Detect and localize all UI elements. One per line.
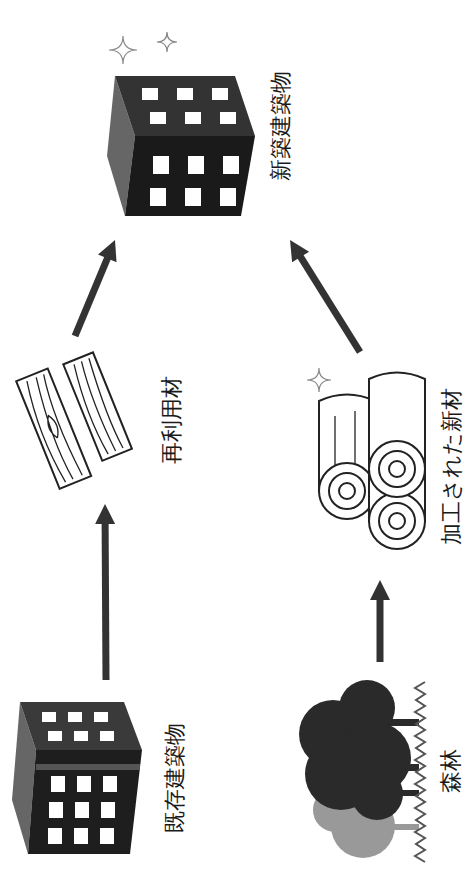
node-label: 森林 — [437, 672, 466, 870]
arrow-shaft — [300, 256, 360, 352]
node-label: 新築建築物 — [267, 22, 296, 230]
arrow-shaft — [75, 258, 108, 336]
building-node: 新築建築物 — [95, 22, 296, 230]
log-illustration — [305, 366, 435, 566]
flow-arrow — [290, 240, 360, 352]
forest-illustration — [285, 676, 435, 866]
building-illustration — [6, 694, 146, 862]
arrow-head — [98, 240, 116, 262]
material-node: 再利用材 — [5, 346, 187, 494]
arrow-shaft — [102, 523, 110, 680]
building-illustration — [95, 26, 265, 226]
material-node: 加工された新材 — [305, 362, 467, 570]
node-label: 再利用材 — [158, 346, 187, 494]
flow-arrow — [75, 240, 117, 336]
forest-node: 森林 — [285, 672, 466, 870]
arrow-shaft — [377, 599, 384, 662]
arrow-head — [290, 240, 309, 262]
building-node: 既存建築物 — [6, 690, 190, 866]
arrow-head — [95, 504, 115, 524]
flow-arrow — [370, 580, 390, 662]
flow-arrow — [95, 504, 115, 680]
board-illustration — [5, 350, 145, 490]
node-label: 既存建築物 — [161, 690, 190, 866]
arrow-head — [370, 580, 390, 600]
node-label: 加工された新材 — [438, 362, 467, 570]
